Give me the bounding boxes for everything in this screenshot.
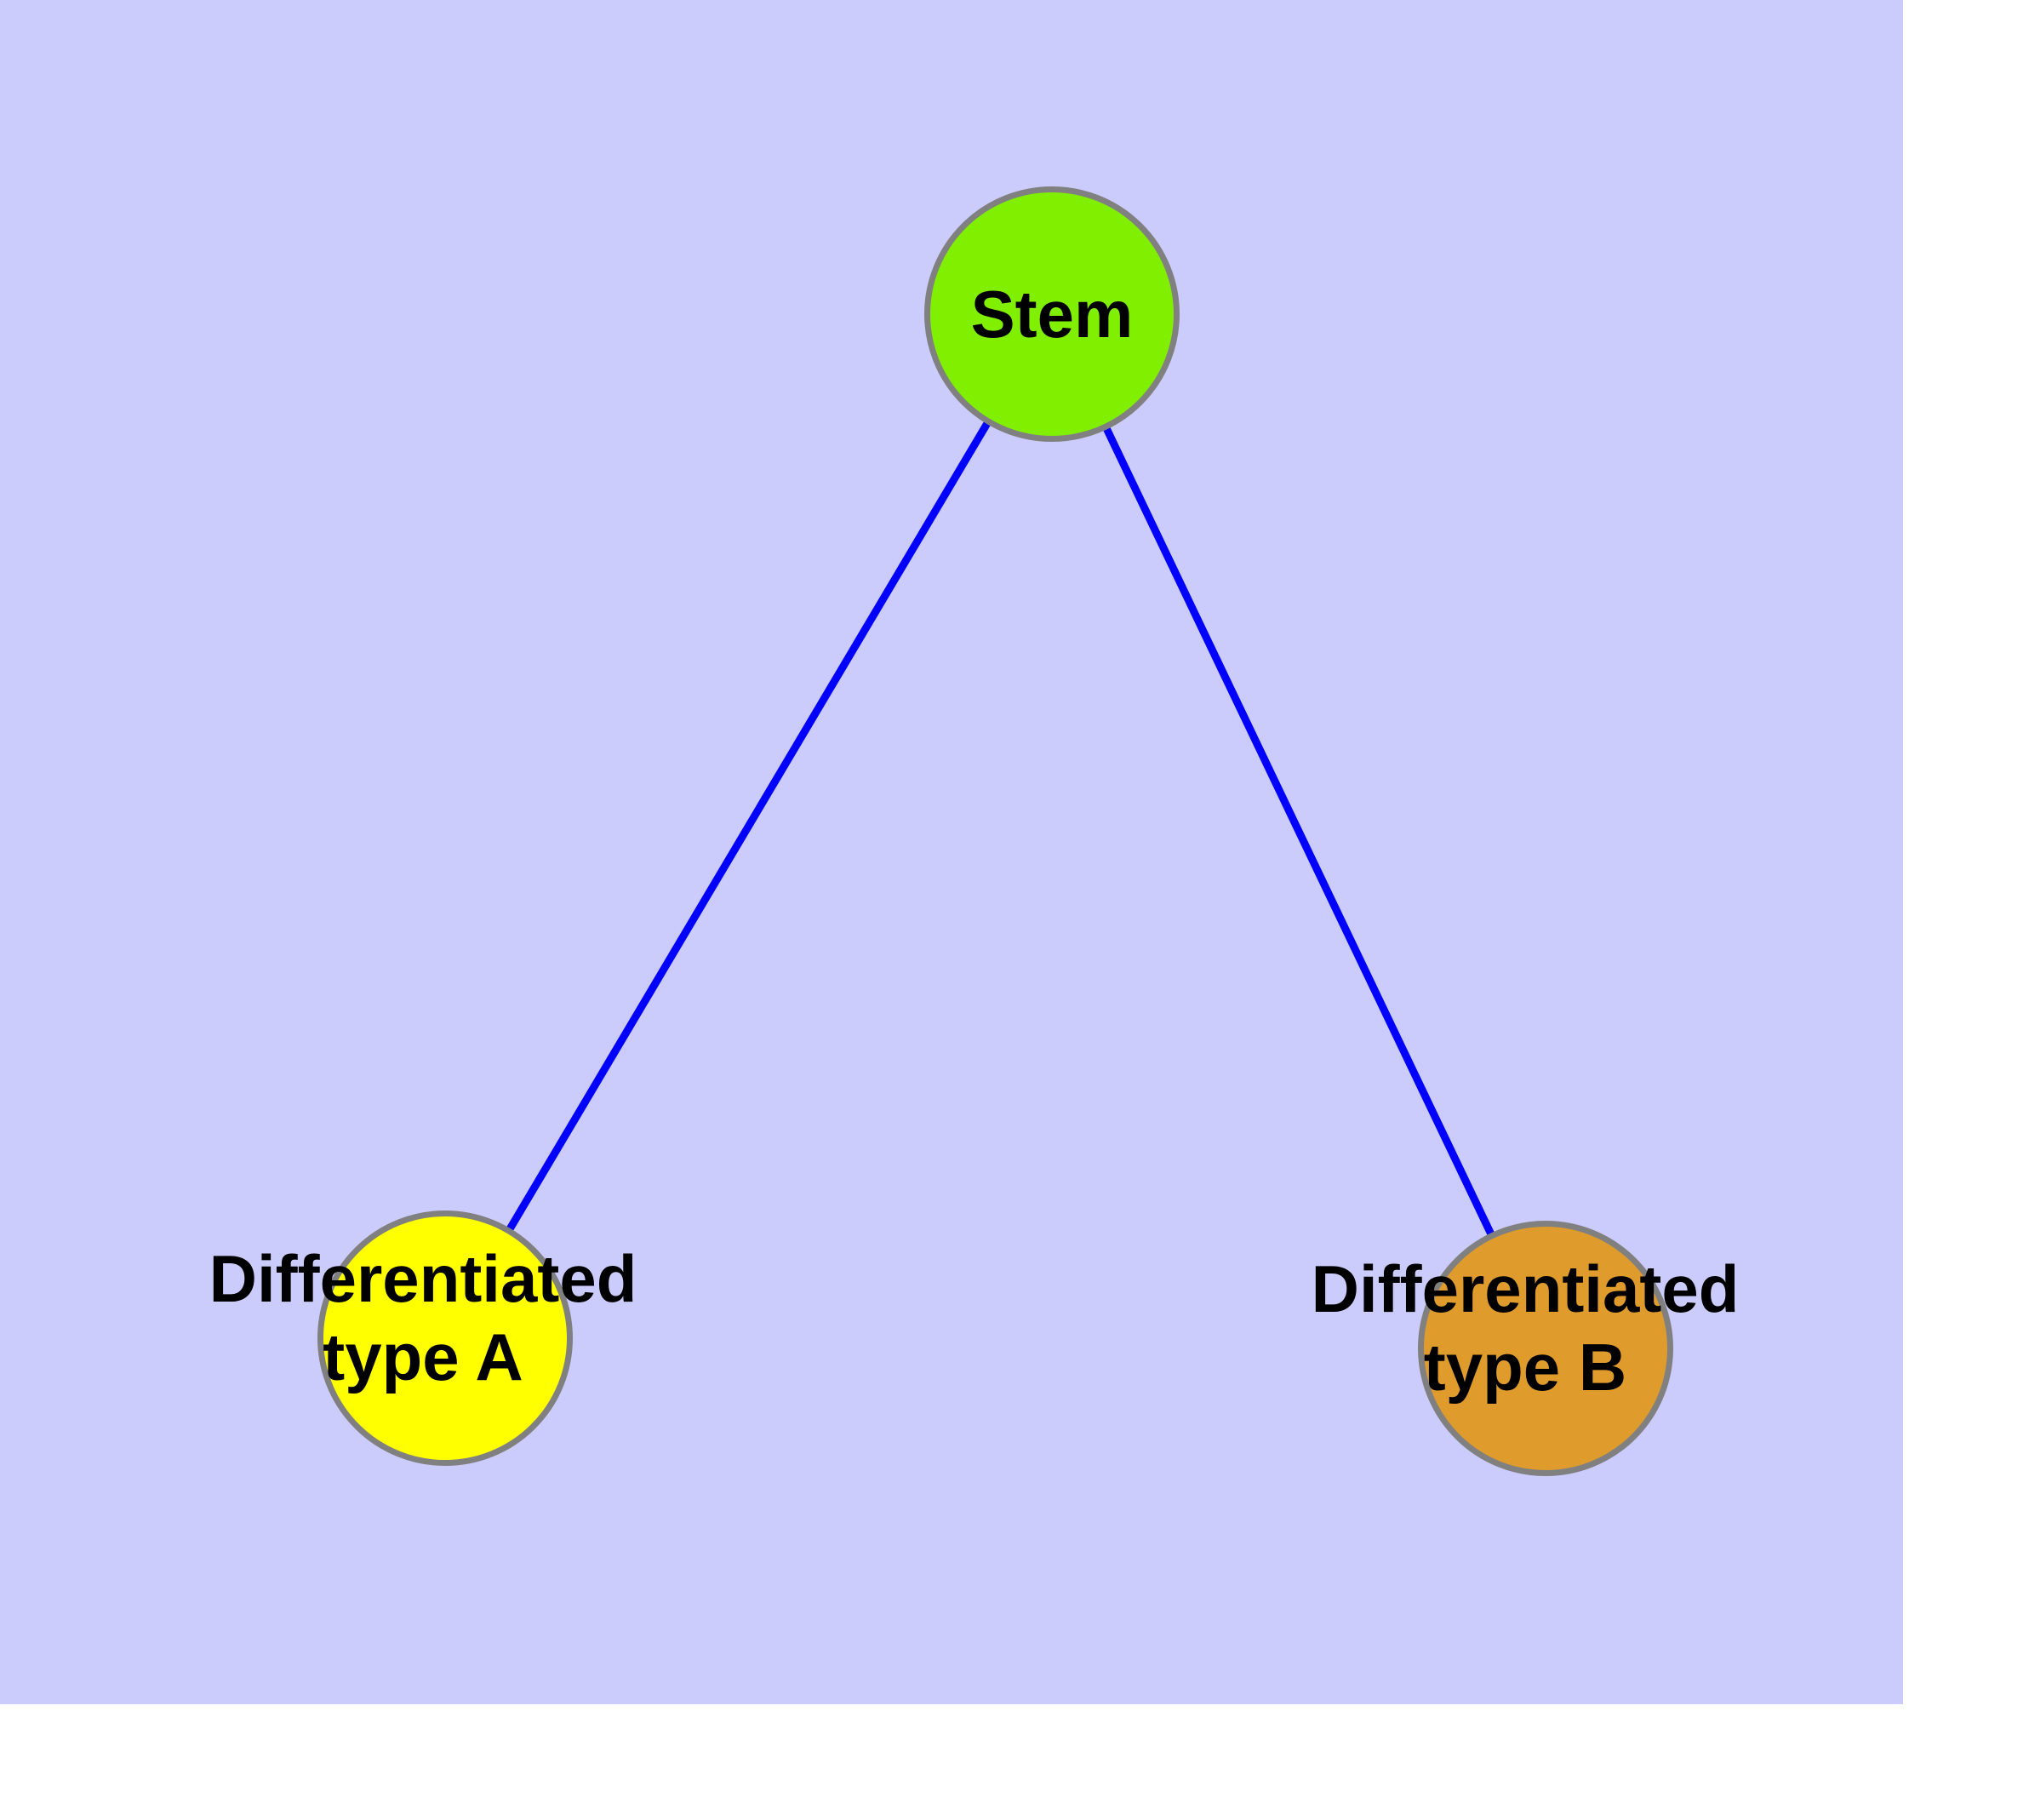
nodes-layer <box>317 186 1673 1476</box>
edge-stem-to-diff-a <box>504 417 993 1235</box>
node-diff-a[interactable] <box>317 1210 573 1466</box>
node-label-line: Stem <box>971 277 1134 352</box>
node-stem[interactable] <box>924 186 1180 442</box>
node-label-line: Differentiated <box>1312 1251 1740 1326</box>
node-label-line: type B <box>1424 1330 1626 1405</box>
edges-layer <box>504 417 1497 1239</box>
node-label-line: type A <box>323 1319 523 1394</box>
edge-stem-to-diff-b <box>1100 423 1497 1239</box>
node-label-stem: Stem <box>971 277 1134 352</box>
node-diff-b[interactable] <box>1418 1221 1673 1476</box>
node-label-line: Differentiated <box>209 1241 637 1316</box>
